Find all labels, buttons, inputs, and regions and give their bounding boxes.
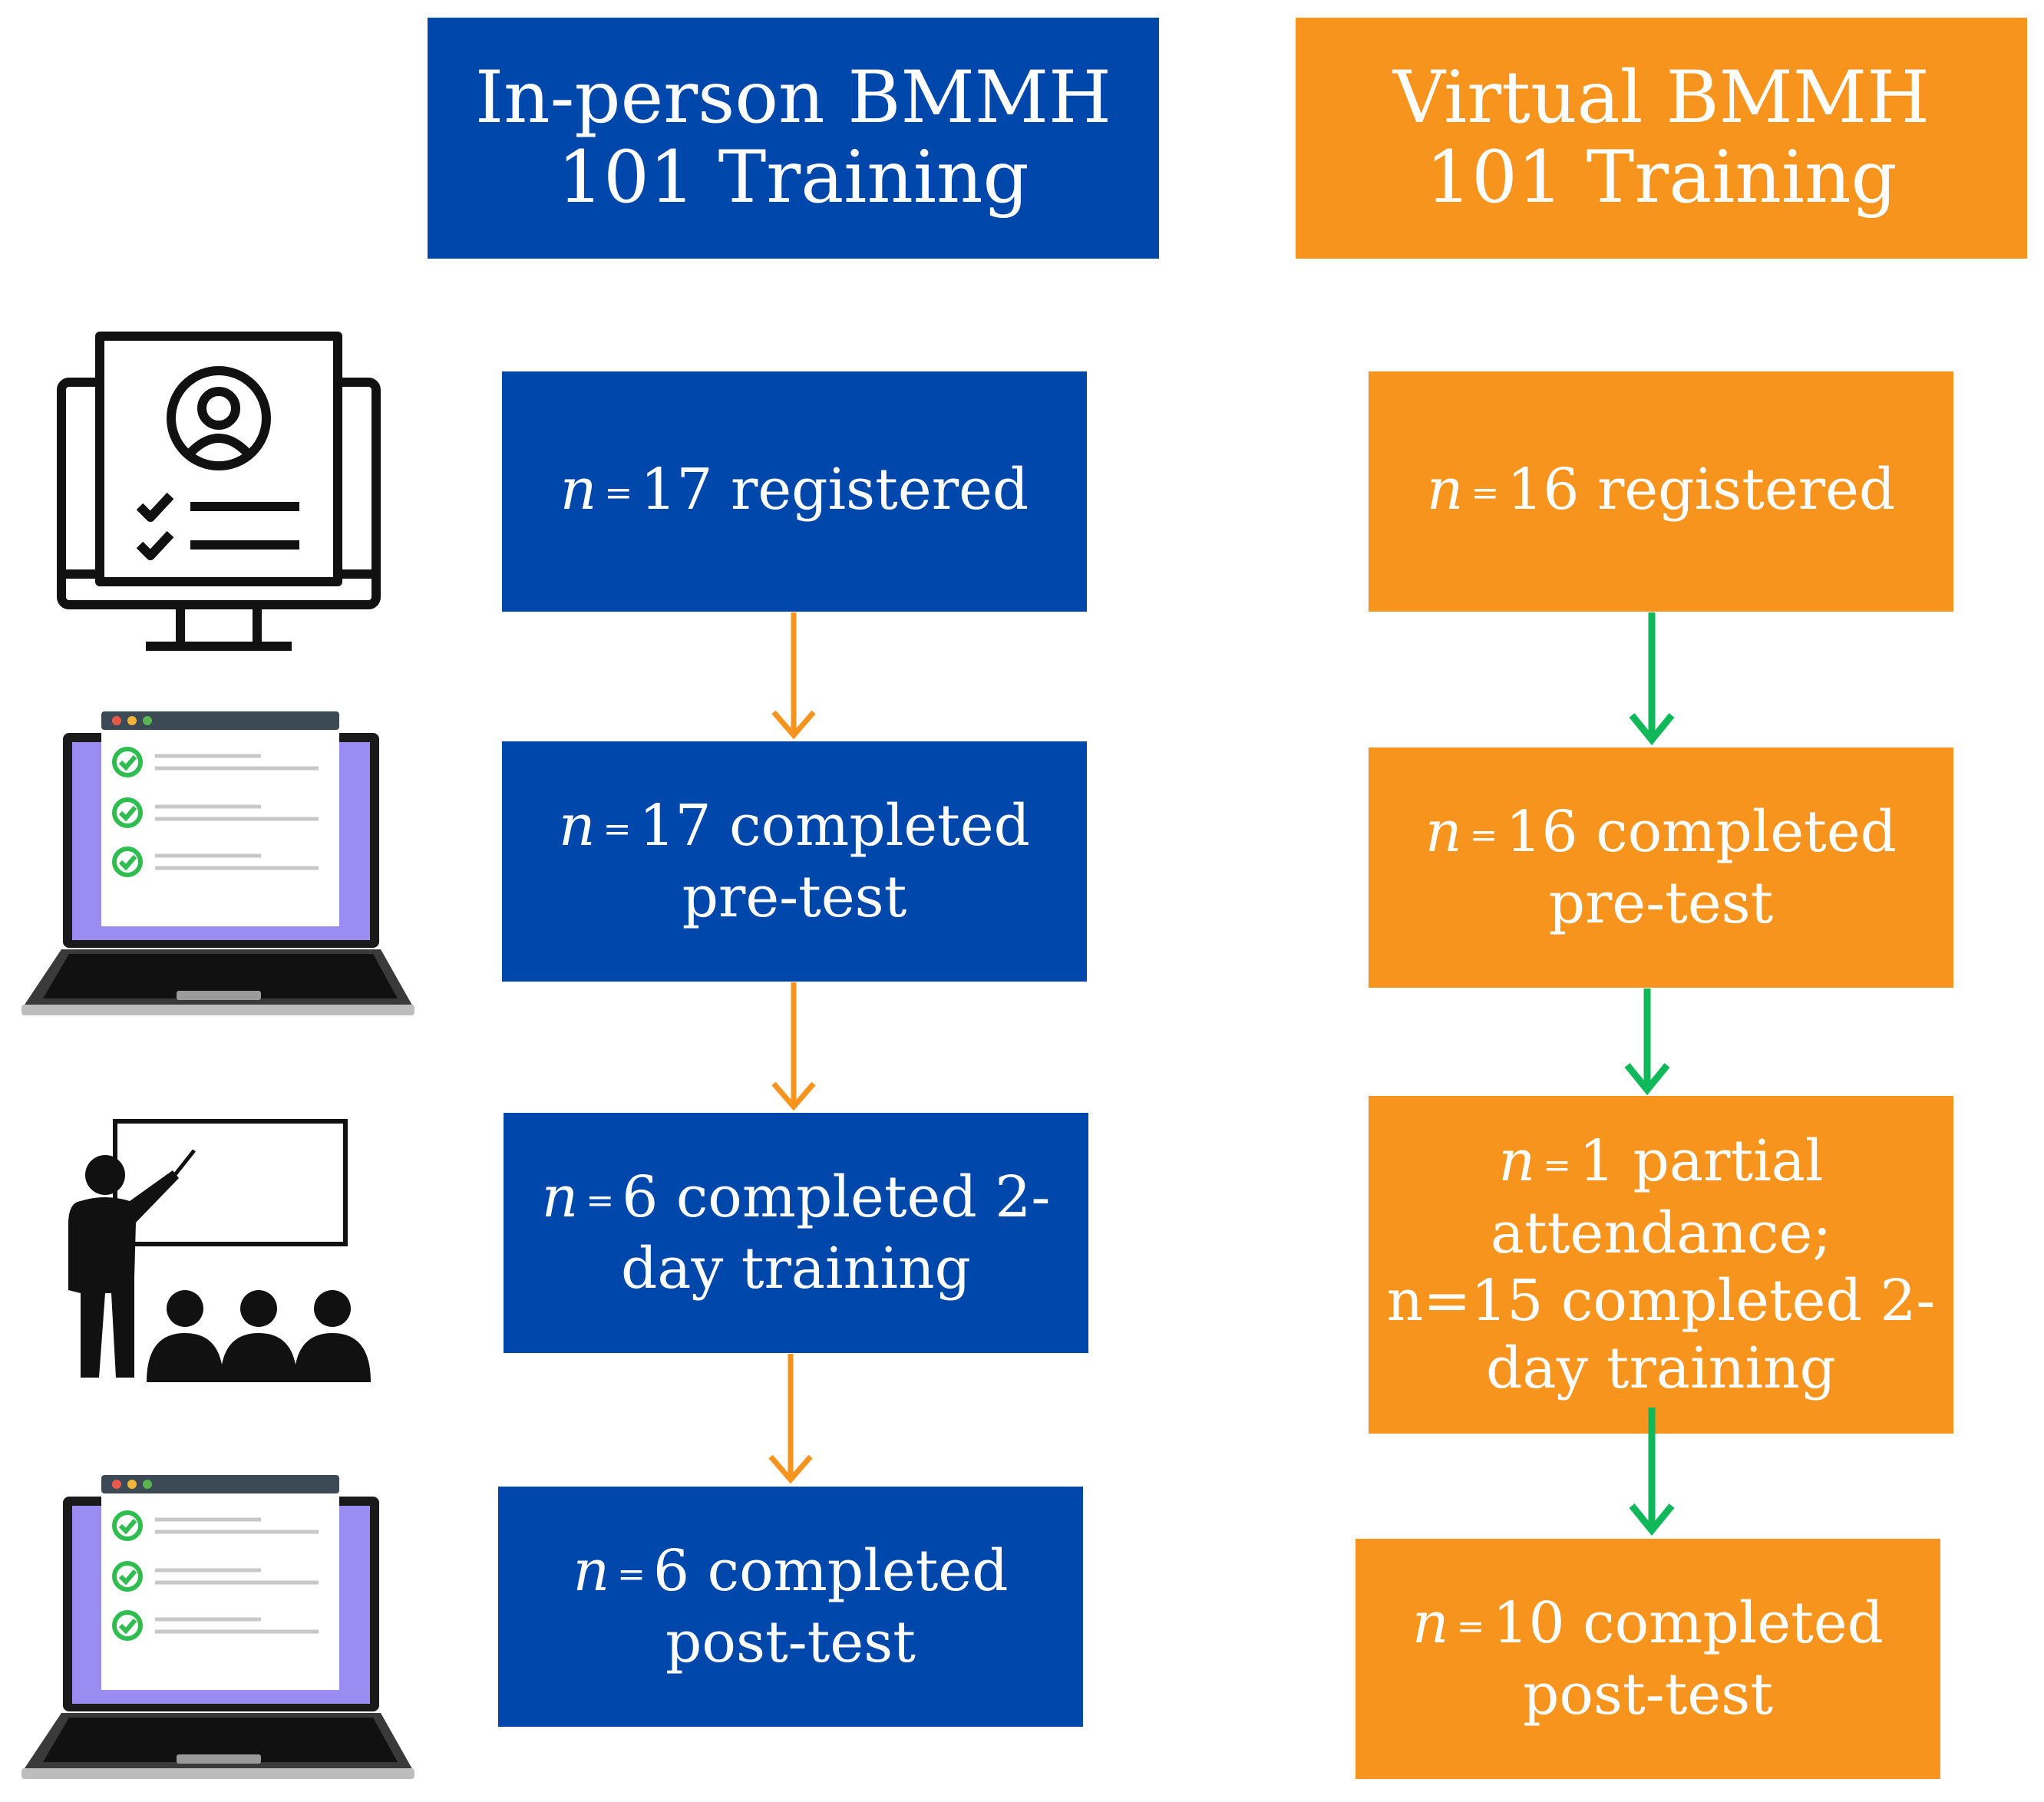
inperson-step-registered: n=17 registered [502,371,1087,612]
step-text: pre-test [682,864,907,931]
step-text: 17 registered [640,456,1029,523]
step-text: attendance; [1490,1200,1832,1266]
n-symbol: n [541,1163,579,1230]
virtual-step-posttest: n=10 completed post-test [1356,1539,1940,1779]
step-text: n=15 completed 2- [1386,1267,1936,1334]
equals-sign: = [603,810,632,850]
inperson-arrow-3 [768,1354,813,1484]
inperson-arrow-2 [771,982,816,1111]
virtual-arrow-3 [1629,1408,1675,1536]
equals-sign: = [1471,474,1500,513]
step-text: 10 completed [1492,1589,1884,1656]
n-symbol: n [573,1537,610,1604]
step-text: post-test [665,1609,916,1676]
training-class-icon [68,1119,371,1382]
step-text: 1 partial [1578,1128,1824,1195]
step-text: post-test [1523,1662,1773,1728]
step-text: 16 completed [1505,798,1897,865]
n-symbol: n [558,792,596,859]
step-text: 6 completed 2- [622,1163,1051,1230]
inperson-header-line-1: In-person BMMH [475,56,1111,140]
step-text: 17 completed [639,792,1031,859]
n-symbol: n [1412,1589,1449,1656]
inperson-header-line-2: 101 Training [557,136,1029,219]
n-symbol: n [1425,798,1462,865]
virtual-step-training: n=1 partial attendance; n=15 completed 2… [1369,1096,1953,1434]
virtual-step-pretest: n=16 completed pre-test [1369,748,1953,988]
step-text: pre-test [1548,870,1774,937]
n-symbol: n [1426,456,1464,523]
inperson-header: In-person BMMH 101 Training [428,18,1159,259]
posttest-laptop-icon [21,1475,414,1779]
step-text: 16 registered [1507,456,1896,523]
inperson-step-pretest: n=17 completed pre-test [502,741,1087,982]
equals-sign: = [1456,1607,1485,1647]
step-text: day training [620,1236,972,1302]
virtual-step-registered: n=16 registered [1369,371,1953,612]
virtual-header-line-2: 101 Training [1425,136,1897,219]
equals-sign: = [1469,816,1498,856]
inperson-step-training: n=6 completed 2- day training [504,1113,1088,1353]
inperson-arrow-1 [771,612,816,740]
equals-sign: = [617,1555,646,1595]
pretest-laptop-icon [21,711,414,1015]
step-text: day training [1485,1335,1837,1401]
virtual-header: Virtual BMMH 101 Training [1296,18,2027,259]
n-symbol: n [560,456,597,523]
equals-sign: = [604,474,633,513]
equals-sign: = [586,1181,615,1221]
virtual-arrow-1 [1629,612,1675,746]
inperson-step-posttest: n=6 completed post-test [498,1487,1083,1727]
virtual-arrow-2 [1624,988,1670,1096]
n-symbol: n [1498,1128,1536,1195]
virtual-header-line-1: Virtual BMMH [1392,56,1930,140]
step-text: 6 completed [653,1537,1009,1604]
registration-monitor-icon [57,332,381,651]
equals-sign: = [1543,1145,1571,1185]
